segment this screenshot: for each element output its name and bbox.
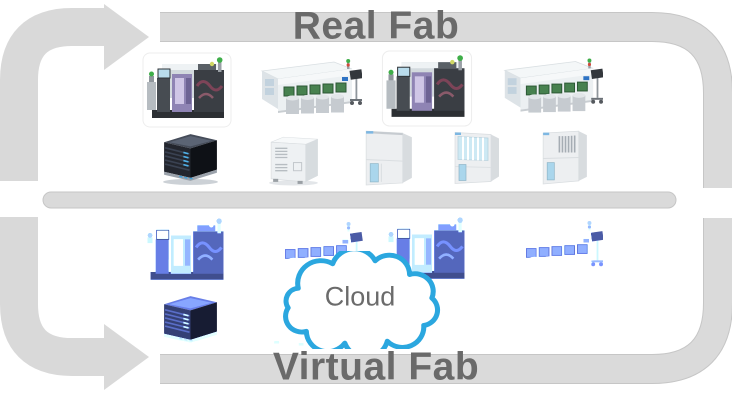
virtual-cabinet-glass-front	[454, 293, 500, 347]
virtual-cabinet-vent-grille	[543, 294, 585, 346]
virtual-server-cube	[162, 295, 219, 347]
virtual-etch-tool-1	[140, 213, 232, 290]
virtual-litho-tool-2	[504, 220, 603, 276]
arrowhead-top-left-icon	[104, 4, 149, 70]
virtual-fab-title: Virtual Fab	[272, 345, 480, 389]
virtual-fab-bar	[160, 218, 732, 383]
cloud-label: Cloud	[324, 281, 396, 312]
cloud-icon	[283, 251, 441, 349]
real-fab-title: Real Fab	[292, 4, 460, 48]
real-fab-bar	[160, 13, 732, 188]
arrow-band-bottom-left	[0, 217, 104, 376]
arrow-band-top-left	[0, 8, 104, 181]
middle-divider-bar	[42, 191, 677, 209]
arrowhead-bottom-left-icon	[104, 324, 149, 390]
